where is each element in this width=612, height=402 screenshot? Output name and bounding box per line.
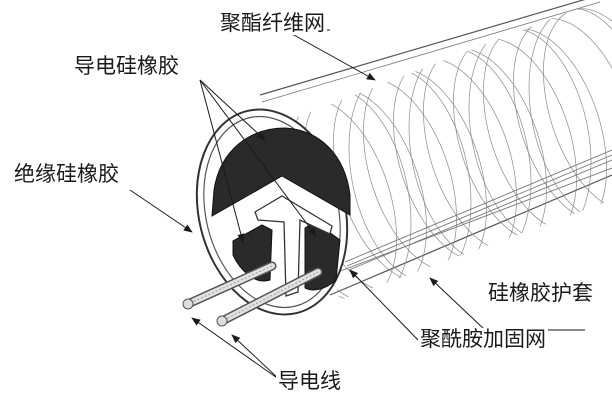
leader-conductive-right [199,79,317,237]
label-conductor-wire: 导电线 [276,369,343,393]
conductor-wires [182,261,323,327]
leader-polyamide [349,269,419,341]
polyamide-mesh [329,149,612,276]
label-polyamide-mesh: 聚酰胺加固网 [418,327,548,351]
label-polyester-mesh: 聚酯纤维网 [218,11,327,35]
label-silicone-jacket: 硅橡胶护套 [486,281,595,305]
leader-wire-b [231,334,281,381]
cable-jacket [259,0,612,296]
leader-polyester-mesh [283,29,376,81]
leader-conductive-left [199,79,245,243]
conductive-rubber-top [211,127,351,217]
label-insulating-rubber: 绝缘硅橡胶 [12,162,121,186]
label-conductive-rubber: 导电硅橡胶 [72,54,181,78]
leader-wire-a [191,317,281,381]
leader-conductive-top [199,79,266,141]
insulating-rubber [254,195,333,297]
leader-insulating [129,189,193,233]
